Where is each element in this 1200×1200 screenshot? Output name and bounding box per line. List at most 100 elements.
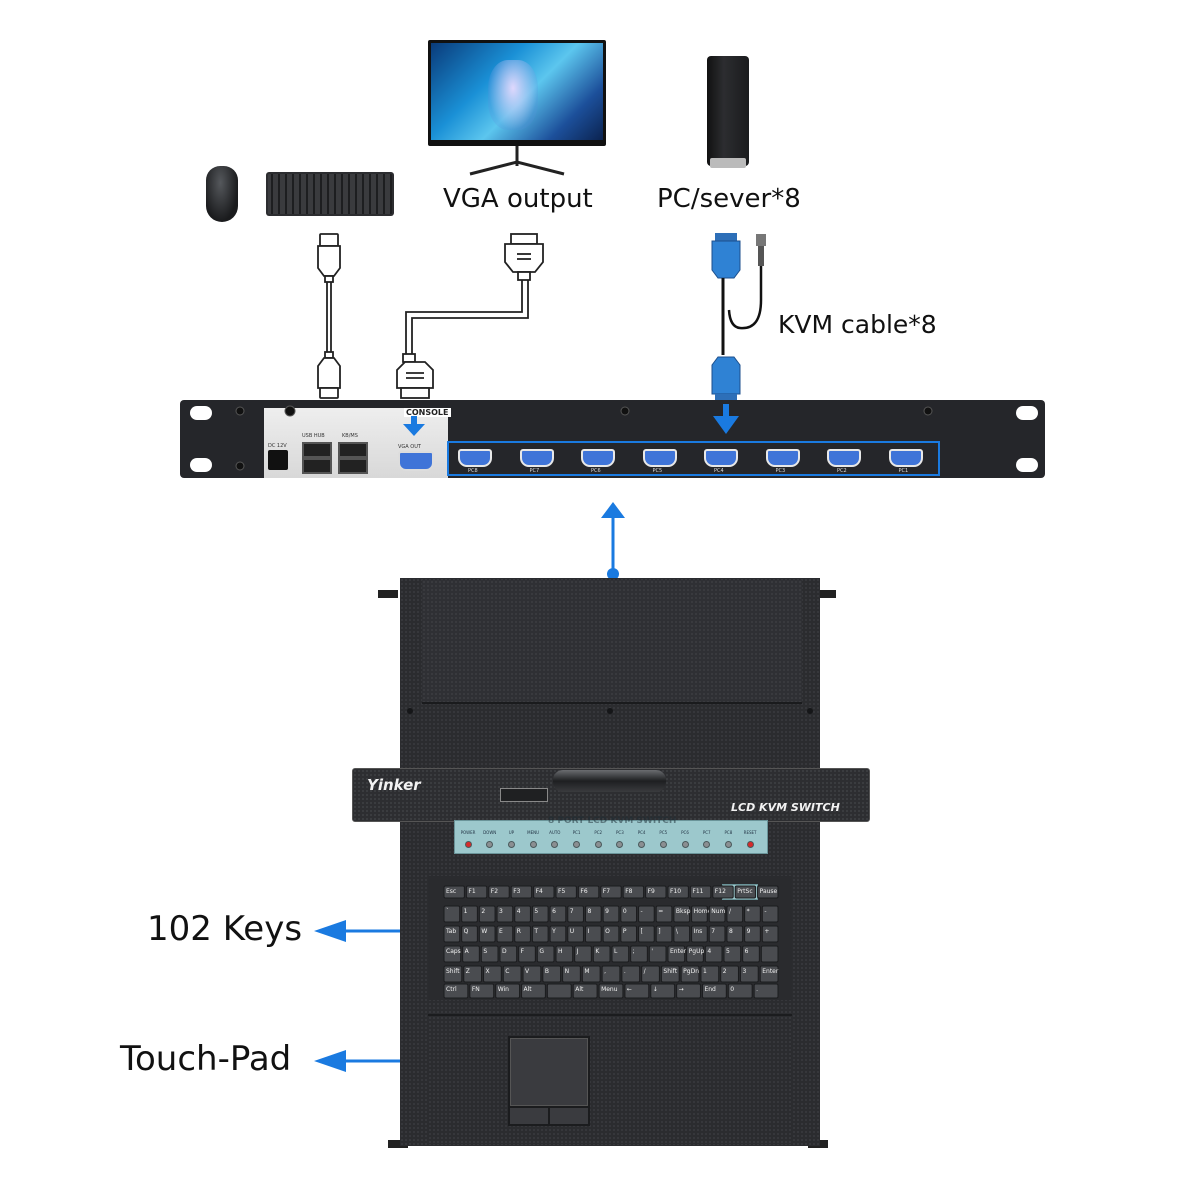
key-caps[interactable]: Caps <box>443 945 462 963</box>
key-f10[interactable]: F10 <box>667 885 689 899</box>
key-j[interactable]: J <box>574 945 592 963</box>
key--[interactable]: = <box>655 905 673 923</box>
key-6[interactable]: 6 <box>549 905 567 923</box>
key--[interactable]: ← <box>624 983 650 999</box>
key-shift[interactable]: Shift <box>660 965 680 983</box>
kbd-mouse-port[interactable] <box>338 458 368 474</box>
key-space[interactable] <box>760 945 779 963</box>
key-2[interactable]: 2 <box>720 965 739 983</box>
vga-port-pc5[interactable] <box>642 449 677 467</box>
key-a[interactable]: A <box>462 945 480 963</box>
key--[interactable]: / <box>641 965 660 983</box>
key-o[interactable]: O <box>602 925 620 943</box>
strip-button-pc4[interactable] <box>638 841 646 848</box>
key-m[interactable]: M <box>581 965 601 983</box>
key-enter[interactable]: Enter <box>667 945 687 963</box>
key--[interactable]: ↓ <box>650 983 676 999</box>
strip-button-pc6[interactable] <box>681 841 689 848</box>
key-num[interactable]: Num <box>708 905 726 923</box>
vga-port-pc7[interactable] <box>519 449 554 467</box>
key-x[interactable]: X <box>483 965 502 983</box>
strip-button-up[interactable] <box>507 841 515 848</box>
touchpad[interactable] <box>508 1036 590 1108</box>
key-f5[interactable]: F5 <box>555 885 577 899</box>
vga-port-pc2[interactable] <box>827 449 861 467</box>
key-h[interactable]: H <box>555 945 574 963</box>
key-3[interactable]: 3 <box>496 905 514 923</box>
key--[interactable]: . <box>621 965 641 983</box>
strip-button-pc8[interactable] <box>724 841 732 848</box>
key-4[interactable]: 4 <box>704 945 723 963</box>
key--[interactable]: - <box>761 905 779 923</box>
key-f3[interactable]: F3 <box>510 885 533 899</box>
vga-port-pc6[interactable] <box>581 449 615 467</box>
key-alt[interactable]: Alt <box>521 983 546 999</box>
key--[interactable]: . <box>753 983 779 999</box>
key-c[interactable]: C <box>502 965 522 983</box>
lid-handle[interactable] <box>553 770 666 792</box>
touchpad-right-button[interactable] <box>548 1106 590 1126</box>
key-5[interactable]: 5 <box>531 905 549 923</box>
key-2[interactable]: 2 <box>478 905 496 923</box>
key-f7[interactable]: F7 <box>600 885 622 899</box>
key-pause[interactable]: Pause <box>757 885 779 899</box>
key-z[interactable]: Z <box>463 965 483 983</box>
key-alt[interactable]: Alt <box>572 983 598 999</box>
key--[interactable]: / <box>726 905 744 923</box>
key--[interactable]: ` <box>443 905 461 923</box>
key--[interactable]: ' <box>648 945 667 963</box>
key-prtsc[interactable]: PrtSc <box>734 885 757 899</box>
key-b[interactable]: B <box>542 965 562 983</box>
key-pgup[interactable]: PgUp <box>686 945 705 963</box>
key-f9[interactable]: F9 <box>645 885 667 899</box>
key-e[interactable]: E <box>496 925 514 943</box>
dc-power-jack[interactable] <box>268 450 288 470</box>
strip-button-pc3[interactable] <box>616 841 624 848</box>
key-3[interactable]: 3 <box>739 965 759 983</box>
key-f11[interactable]: F11 <box>689 885 712 899</box>
key-4[interactable]: 4 <box>514 905 531 923</box>
key-space[interactable] <box>546 983 572 999</box>
key--[interactable]: → <box>676 983 701 999</box>
key--[interactable]: ; <box>630 945 648 963</box>
key-g[interactable]: G <box>536 945 555 963</box>
vga-out-port[interactable] <box>398 451 434 471</box>
key-f6[interactable]: F6 <box>577 885 600 899</box>
key-f1[interactable]: F1 <box>465 885 488 899</box>
strip-button-reset[interactable] <box>746 841 754 848</box>
vga-port-pc3[interactable] <box>765 449 800 467</box>
key-8[interactable]: 8 <box>584 905 602 923</box>
key-n[interactable]: N <box>562 965 581 983</box>
lid-latch[interactable] <box>500 788 548 802</box>
usb-hub-port[interactable] <box>302 458 332 474</box>
key-1[interactable]: 1 <box>461 905 478 923</box>
key-d[interactable]: D <box>499 945 518 963</box>
key-enter[interactable]: Enter <box>759 965 779 983</box>
strip-button-auto[interactable] <box>551 841 559 848</box>
key-r[interactable]: R <box>514 925 531 943</box>
key-9[interactable]: 9 <box>602 905 620 923</box>
key-l[interactable]: L <box>611 945 630 963</box>
key-pgdn[interactable]: PgDn <box>680 965 700 983</box>
vga-port-pc1[interactable] <box>888 449 923 467</box>
key-bksp[interactable]: Bksp <box>673 905 691 923</box>
kbd-mouse-port[interactable] <box>338 442 368 458</box>
key--[interactable]: - <box>638 905 655 923</box>
key--[interactable]: , <box>601 965 621 983</box>
touchpad-left-button[interactable] <box>508 1106 550 1126</box>
key-6[interactable]: 6 <box>742 945 760 963</box>
key-f4[interactable]: F4 <box>533 885 555 899</box>
key--[interactable]: ] <box>655 925 673 943</box>
key-i[interactable]: I <box>584 925 602 943</box>
strip-button-down[interactable] <box>486 841 494 848</box>
key-y[interactable]: Y <box>549 925 567 943</box>
key-f8[interactable]: F8 <box>622 885 645 899</box>
key--[interactable]: * <box>744 905 761 923</box>
vga-port-pc4[interactable] <box>704 449 738 467</box>
key-5[interactable]: 5 <box>723 945 742 963</box>
key-7[interactable]: 7 <box>708 925 726 943</box>
key-8[interactable]: 8 <box>726 925 744 943</box>
key-f[interactable]: F <box>518 945 536 963</box>
key-menu[interactable]: Menu <box>598 983 624 999</box>
key-win[interactable]: Win <box>495 983 521 999</box>
